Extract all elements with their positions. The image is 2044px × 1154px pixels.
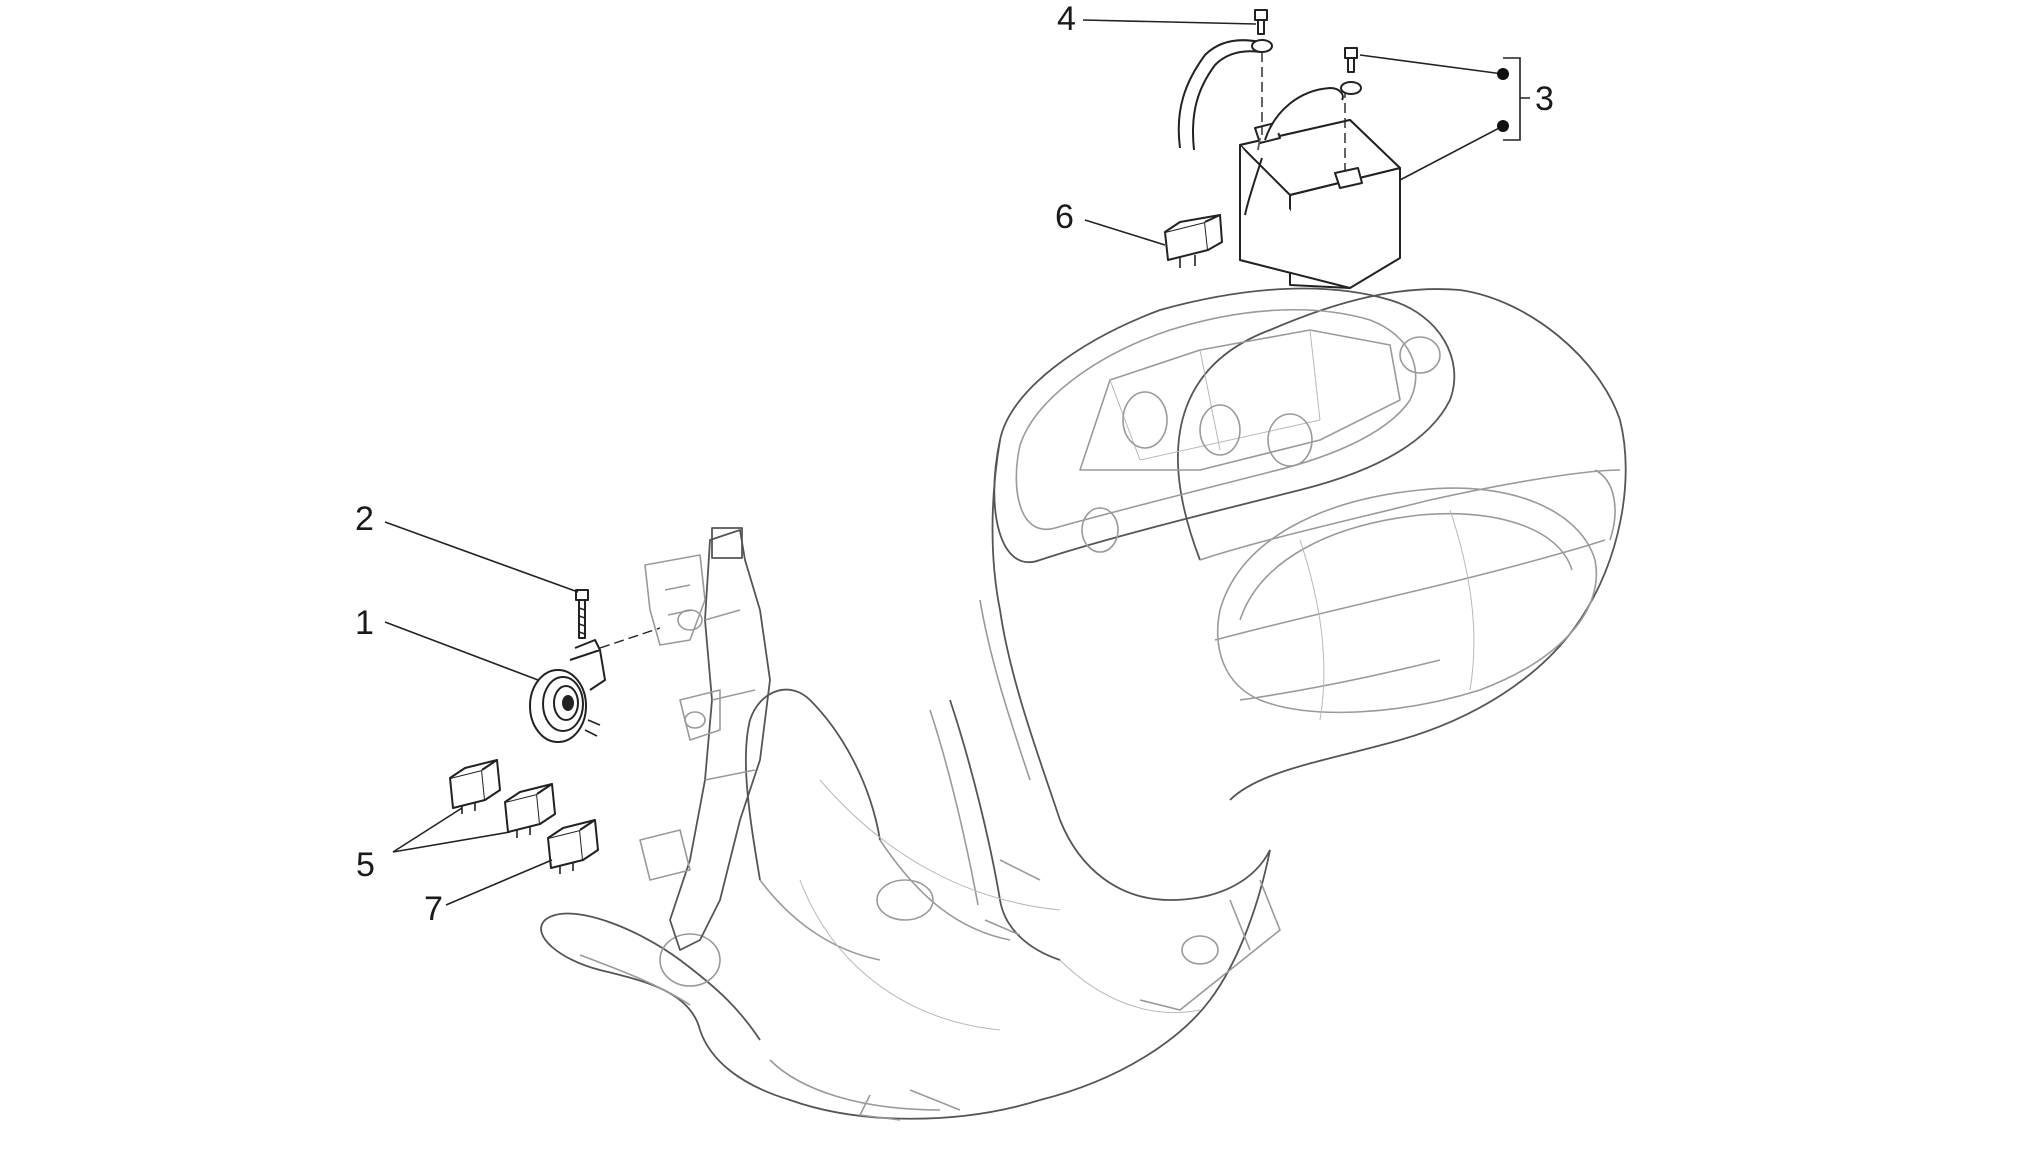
callout-2: 2 bbox=[355, 500, 374, 538]
relay-part-c bbox=[547, 819, 599, 874]
leader-dot-3b bbox=[1497, 120, 1509, 132]
steering-column bbox=[639, 527, 771, 951]
horn-part bbox=[529, 639, 606, 743]
leader-line-6 bbox=[1084, 219, 1166, 246]
bolt-part bbox=[575, 589, 589, 639]
callout-7: 7 bbox=[424, 890, 443, 928]
leader-line-5a bbox=[392, 807, 463, 853]
relay-part-a bbox=[449, 759, 501, 814]
relay-part-b bbox=[504, 783, 556, 838]
leader-line-4 bbox=[1082, 19, 1257, 25]
callout-1: 1 bbox=[355, 604, 374, 642]
leader-lines bbox=[384, 19, 1530, 906]
callout-labels: 1 2 3 4 5 6 7 bbox=[355, 0, 1554, 928]
callout-6: 6 bbox=[1055, 198, 1074, 236]
battery-part bbox=[1239, 87, 1401, 289]
leader-line-3b bbox=[1399, 125, 1504, 181]
leader-line-7 bbox=[445, 859, 553, 906]
leader-dot-3a bbox=[1497, 68, 1509, 80]
leader-line-2 bbox=[384, 521, 579, 593]
leader-line-1 bbox=[384, 621, 539, 681]
leader-line-3a bbox=[1359, 54, 1504, 75]
cable-screw-part bbox=[1251, 9, 1273, 53]
callout-4: 4 bbox=[1057, 0, 1076, 38]
scooter-body-frame bbox=[540, 287, 1627, 1121]
flasher-relay-part bbox=[1164, 214, 1223, 268]
cable-part bbox=[1177, 39, 1261, 151]
bracket-3 bbox=[1503, 57, 1530, 141]
bolt-assembly-line bbox=[599, 627, 661, 649]
callout-3: 3 bbox=[1535, 80, 1554, 118]
leader-line-5b bbox=[392, 831, 511, 853]
callout-5: 5 bbox=[356, 846, 375, 884]
battery-screw-part bbox=[1340, 47, 1362, 95]
